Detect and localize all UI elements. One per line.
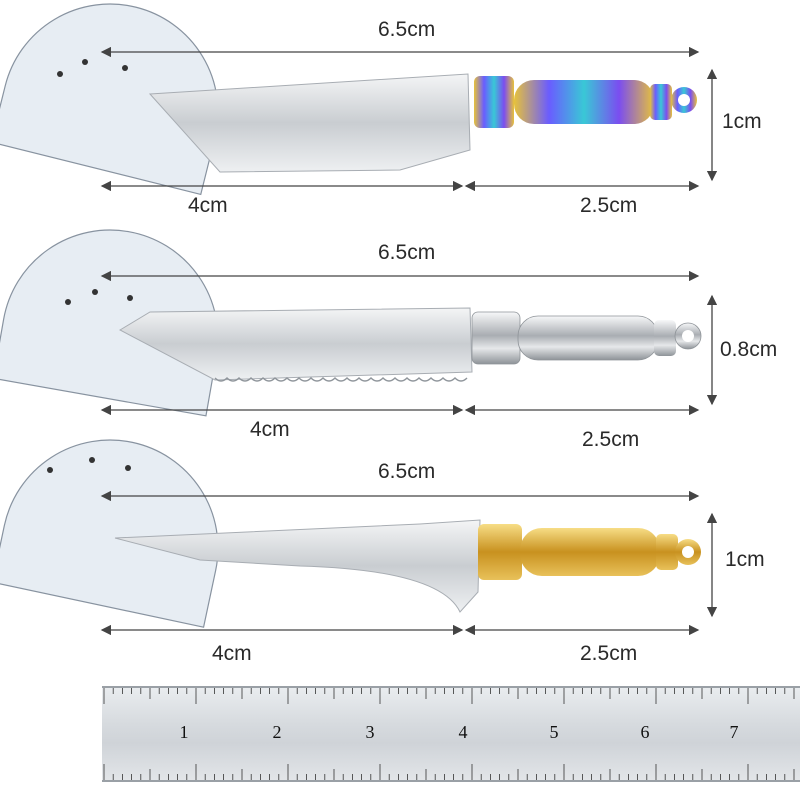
blade [118,307,473,381]
handle [471,311,702,365]
total-length-label: 6.5cm [378,460,436,483]
ruler: 1 2 3 4 5 6 7 [102,686,800,782]
handle-length-label: 2.5cm [580,642,638,665]
knife-2 [0,229,718,417]
knife-1 [0,3,718,196]
height-label: 1cm [725,548,765,571]
handle-length-label: 2.5cm [582,428,640,451]
ruler-ticks [103,688,795,780]
protractor-icon [0,439,219,628]
ruler-number: 5 [549,722,559,742]
ruler-number: 4 [458,722,468,742]
ruler-number: 6 [640,722,650,742]
height-label: 1cm [722,110,762,133]
handle [478,524,701,580]
blade-length-label: 4cm [188,194,228,217]
handle [474,76,697,128]
height-label: 0.8cm [720,338,778,361]
ruler-number: 1 [179,722,189,742]
blade [114,519,481,613]
total-length-label: 6.5cm [378,241,436,264]
ruler-number: 7 [729,722,739,742]
serrated-edge [214,377,468,382]
blade-length-label: 4cm [212,642,252,665]
handle-length-label: 2.5cm [580,194,638,217]
ruler-number: 2 [272,722,282,742]
total-length-label: 6.5cm [378,18,436,41]
blade [148,73,471,173]
knife-3 [0,439,718,636]
blade-length-label: 4cm [250,418,290,441]
ruler-number: 3 [365,722,375,742]
